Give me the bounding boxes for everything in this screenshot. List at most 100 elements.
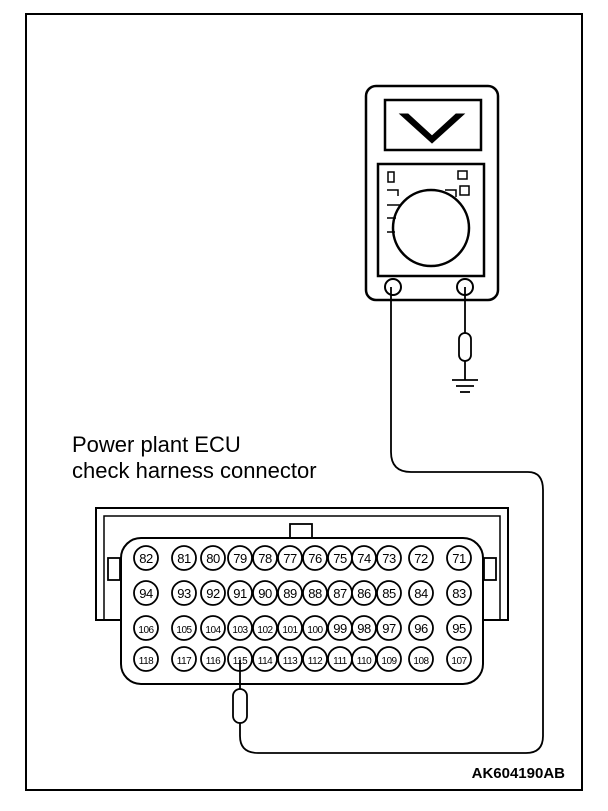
connector-pin [171,545,197,571]
connector-label-line1: Power plant ECU [72,432,241,457]
connector-pin [408,615,434,641]
connector-pin-number: 76 [308,551,322,566]
connector-pin [252,545,278,571]
connector-pin-number: 78 [258,551,272,566]
ground-probe [458,332,472,362]
connector-pin [133,545,159,571]
connector-pin [351,545,377,571]
connector-pin [227,580,253,606]
connector-pin [302,646,328,672]
connector-pin-number: 79 [233,551,247,566]
connector-pin [277,545,303,571]
connector-pin [277,615,303,641]
connector-latch-right [483,557,497,581]
test-lead-wire [239,287,544,754]
connector-pin [171,646,197,672]
connector-pin-number: 74 [357,551,371,566]
connector-pin-number: 100 [307,625,323,636]
connector-pin-number: 111 [333,656,348,667]
connector-pin-number: 82 [139,551,153,566]
connector-pin-number: 114 [258,656,273,667]
range-mark-icon [387,171,395,183]
connector-pin [302,545,328,571]
connector-pin-number: 90 [258,586,272,601]
connector-pin-number: 98 [357,621,371,636]
connector-pin [133,580,159,606]
connector-pin-number: 83 [452,586,466,601]
connector-pin-number: 89 [283,586,297,601]
connector-pin-number: 75 [333,551,347,566]
connector-pin-number: 77 [283,551,297,566]
connector-pin [252,646,278,672]
connector-pin [277,646,303,672]
connector-pin-number: 94 [139,586,153,601]
connector-pin-number: 91 [233,586,247,601]
connector-pin [351,615,377,641]
range-scale-icon [445,189,457,197]
connector-pin-number: 93 [177,586,191,601]
connector-pin-number: 87 [333,586,347,601]
connector-pin-number: 116 [206,656,221,667]
ground-lead [452,287,478,393]
probe-tip [232,688,248,724]
connector-pin [351,646,377,672]
connector-pin-number: 86 [357,586,371,601]
connector-pin-number: 102 [257,625,273,636]
connector-latch-left [107,557,121,581]
connector-pin [376,580,402,606]
connector-pin [408,646,434,672]
connector-pin-number: 113 [283,656,298,667]
connector-pin [200,615,226,641]
voltmeter [364,84,500,302]
connector-pin-number: 95 [452,621,466,636]
rotary-dial [391,188,471,268]
connector-pin-number: 88 [308,586,322,601]
connector-pin [408,580,434,606]
connector-pin-number: 84 [414,586,428,601]
connector-pin [171,580,197,606]
connector-pin [376,646,402,672]
connector-label-line2: check harness connector [72,458,317,483]
connector-pin [227,615,253,641]
connector-pin-number: 117 [177,656,192,667]
connector-pin-number: 71 [452,551,466,566]
range-mark-icon [457,170,468,180]
connector-pin [227,545,253,571]
range-scale-icon [387,189,401,233]
figure-frame [25,13,583,791]
connector-pin-number: 80 [206,551,220,566]
connector-pin-number: 108 [413,656,429,667]
connector-pin [252,615,278,641]
connector-pin [200,545,226,571]
connector-pin-number: 106 [138,625,154,636]
connector-pin-number: 73 [382,551,396,566]
connector-pin-number: 109 [381,656,397,667]
connector-pin [408,545,434,571]
connector-pin-number: 112 [308,656,323,667]
connector-pin-number: 101 [282,625,298,636]
volt-symbol-icon [398,113,466,144]
range-mark-icon [459,185,470,196]
connector-pin-number: 110 [357,656,372,667]
connector-pin-number: 72 [414,551,428,566]
connector-pin [376,545,402,571]
connector-pin [446,580,472,606]
connector-pin [376,615,402,641]
connector-pin [351,580,377,606]
com-jack [384,278,402,296]
connector-pin [446,545,472,571]
connector-pin [200,646,226,672]
connector-pin-number: 105 [176,625,192,636]
connector-pin [133,646,159,672]
connector-probe [232,660,248,724]
connector-pin [446,646,472,672]
connector-pin-number: 97 [382,621,396,636]
connector-pin [302,580,328,606]
connector-pin-number: 96 [414,621,428,636]
connector-pin [446,615,472,641]
connector-pin [252,580,278,606]
